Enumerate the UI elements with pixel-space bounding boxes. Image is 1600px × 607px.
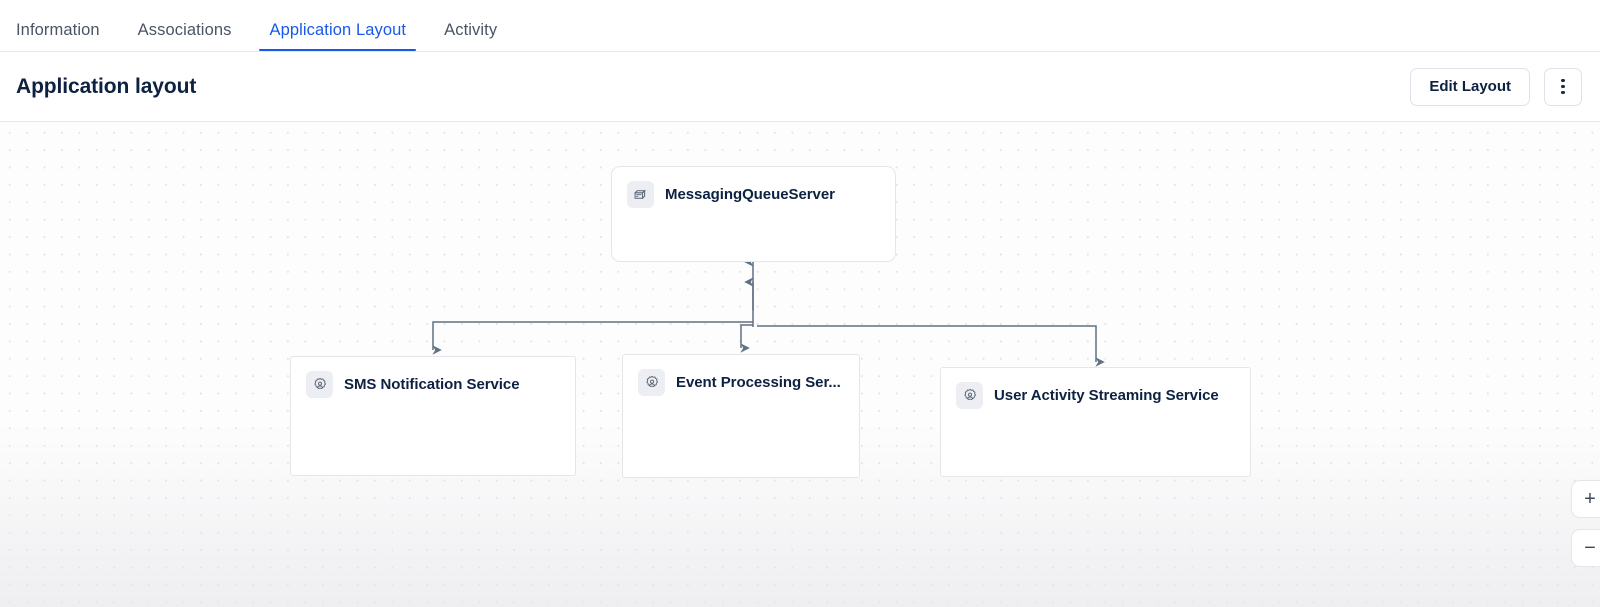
server-box-icon: [627, 181, 654, 208]
minus-icon: −: [1584, 537, 1596, 559]
node-messaging-queue-server[interactable]: MessagingQueueServer: [611, 166, 896, 262]
service-gear-badge-icon: [306, 371, 333, 398]
header-actions: Edit Layout: [1410, 67, 1582, 106]
tab-application-layout[interactable]: Application Layout: [257, 20, 418, 52]
tab-label: Associations: [137, 20, 232, 39]
plus-icon: +: [1584, 488, 1596, 510]
node-event-processing-service[interactable]: Event Processing Ser...: [622, 354, 860, 478]
layout-canvas[interactable]: MessagingQueueServer SMS Notification Se…: [0, 122, 1600, 607]
tab-associations[interactable]: Associations: [126, 20, 244, 52]
service-gear-badge-icon: [956, 382, 983, 409]
page-header: Application layout Edit Layout: [0, 52, 1600, 122]
zoom-out-button[interactable]: −: [1571, 529, 1600, 567]
node-label: MessagingQueueServer: [665, 186, 835, 203]
edit-layout-button[interactable]: Edit Layout: [1410, 67, 1530, 106]
tab-label: Activity: [444, 20, 498, 39]
node-user-activity-streaming-service[interactable]: User Activity Streaming Service: [940, 367, 1251, 477]
node-label: Event Processing Ser...: [676, 374, 841, 391]
node-label: User Activity Streaming Service: [994, 387, 1219, 404]
zoom-in-button[interactable]: +: [1571, 480, 1600, 518]
tab-activity[interactable]: Activity: [432, 20, 509, 52]
tab-bar: Information Associations Application Lay…: [0, 0, 1600, 52]
node-sms-notification-service[interactable]: SMS Notification Service: [290, 356, 576, 476]
zoom-controls: + −: [1571, 480, 1600, 567]
tab-information[interactable]: Information: [16, 20, 112, 52]
node-label: SMS Notification Service: [344, 376, 520, 393]
service-gear-badge-icon: [638, 369, 665, 396]
page-title: Application layout: [16, 74, 197, 98]
tab-label: Application Layout: [269, 20, 407, 39]
tab-label: Information: [16, 20, 100, 39]
more-vertical-icon[interactable]: [1544, 67, 1582, 106]
